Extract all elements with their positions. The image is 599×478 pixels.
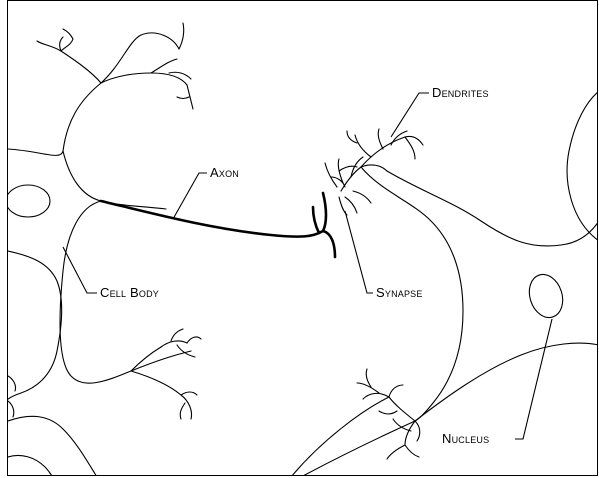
label-cell-body: Cell Body: [100, 285, 159, 300]
label-synapse: Synapse: [376, 285, 423, 300]
label-dendrites-group: Dendrites: [391, 85, 489, 137]
neuron-diagram-frame: Axon Dendrites Cell Body Synapse Nucleus: [7, 0, 598, 476]
neuron-diagram: Axon Dendrites Cell Body Synapse Nucleus: [8, 1, 598, 476]
label-axon-group: Axon: [173, 165, 239, 219]
label-nucleus: Nucleus: [442, 431, 489, 446]
label-dendrites: Dendrites: [432, 85, 489, 100]
label-cell-body-group: Cell Body: [63, 247, 159, 300]
label-synapse-group: Synapse: [345, 211, 423, 300]
label-nucleus-group: Nucleus: [442, 319, 552, 446]
left-neuron: [8, 23, 201, 476]
axon: [101, 193, 335, 257]
right-neuron: [291, 91, 598, 476]
label-axon: Axon: [210, 165, 239, 180]
